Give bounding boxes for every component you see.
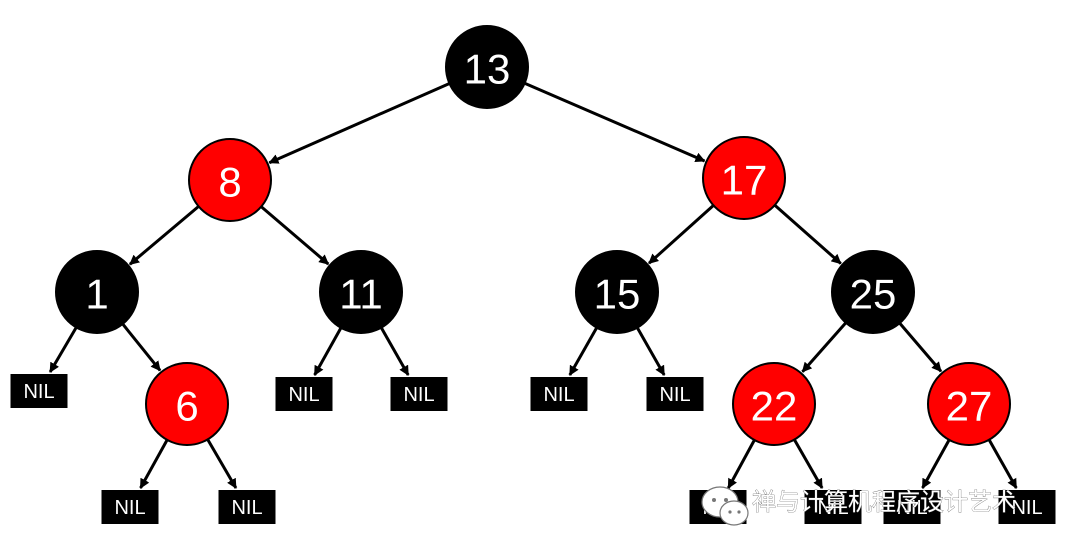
edge-n27-to-nil-27-right <box>987 438 1018 489</box>
nil-leaf-27-right: NIL <box>998 490 1056 524</box>
edge-n8-to-n1 <box>128 205 200 266</box>
edge-n1-to-nil-1-left <box>48 326 78 373</box>
wechat-icon <box>701 486 749 526</box>
red-node-circle <box>732 362 816 446</box>
nil-label: NIL <box>288 384 319 406</box>
tree-node-25: 25 <box>831 250 915 334</box>
edge-n6-to-nil-6-left <box>139 439 169 489</box>
edge-n8-to-n11 <box>260 205 330 266</box>
black-node-circle <box>445 25 529 109</box>
nil-leaf-15-right: NIL <box>646 377 704 411</box>
edge-n15-to-nil-15-right <box>635 326 666 376</box>
red-node-circle <box>702 136 786 220</box>
black-node-circle <box>55 250 139 334</box>
edge-n25-to-n27 <box>898 322 943 373</box>
tree-node-22: 22 <box>732 362 816 446</box>
tree-node-13: 13 <box>445 25 529 109</box>
node-value-label: 22 <box>751 383 798 430</box>
nil-box <box>101 490 159 524</box>
nil-label: NIL <box>231 497 262 519</box>
nil-label: NIL <box>1011 497 1042 519</box>
watermark: 禅与计算机程序设计艺术 <box>701 486 1016 526</box>
nil-leaf-6-right: NIL <box>218 490 276 524</box>
tree-node-1: 1 <box>55 250 139 334</box>
edge-n22-to-nil-22-right <box>793 438 824 489</box>
nil-label: NIL <box>23 381 54 403</box>
edge-n11-to-nil-11-left <box>313 327 343 376</box>
red-node-circle <box>145 362 229 446</box>
node-value-label: 13 <box>464 46 511 93</box>
edge-n13-to-n8 <box>268 82 451 165</box>
nil-label: NIL <box>659 384 690 406</box>
nil-label: NIL <box>403 384 434 406</box>
nil-box <box>390 377 448 411</box>
node-value-label: 6 <box>175 383 198 430</box>
nil-box <box>530 377 588 411</box>
node-value-label: 8 <box>218 159 241 206</box>
node-value-label: 15 <box>594 271 641 318</box>
nil-label: NIL <box>817 497 848 519</box>
nil-leaf-22-right: NIL <box>804 490 862 524</box>
edge-n15-to-nil-15-left <box>568 326 599 376</box>
watermark-text: 禅与计算机程序设计艺术 <box>752 488 1016 516</box>
edge-n6-to-nil-6-right <box>206 438 238 489</box>
edge-n1-to-n6 <box>121 323 162 372</box>
node-value-label: 25 <box>850 271 897 318</box>
nil-leaf-15-left: NIL <box>530 377 588 411</box>
node-value-label: 17 <box>721 157 768 204</box>
nil-box <box>804 490 862 524</box>
nil-leaf-27-left: NIL <box>883 490 941 524</box>
tree-node-27: 27 <box>927 362 1011 446</box>
edge-n27-to-nil-27-left <box>921 439 951 489</box>
nil-label: NIL <box>896 497 927 519</box>
node-value-label: 1 <box>85 271 108 318</box>
nil-leaf-11-right: NIL <box>390 377 448 411</box>
nil-label: NIL <box>543 384 574 406</box>
nil-leaf-1-left: NIL <box>10 374 68 408</box>
nil-box <box>883 490 941 524</box>
edge-layer <box>48 81 1018 489</box>
nil-box <box>646 377 704 411</box>
nil-box <box>218 490 276 524</box>
red-node-circle <box>927 362 1011 446</box>
edge-n22-to-nil-22-left <box>727 439 756 489</box>
tree-node-8: 8 <box>188 138 272 222</box>
black-node-circle <box>575 250 659 334</box>
nil-label: NIL <box>114 497 145 519</box>
edge-n17-to-n15 <box>647 204 715 265</box>
edge-n11-to-nil-11-right <box>379 326 410 376</box>
red-node-circle <box>188 138 272 222</box>
edge-n25-to-n22 <box>801 321 847 373</box>
edge-n13-to-n17 <box>524 81 706 163</box>
nil-leaf-11-left: NIL <box>275 377 333 411</box>
edge-n17-to-n25 <box>773 204 842 265</box>
node-value-label: 11 <box>339 271 383 318</box>
black-node-circle <box>831 250 915 334</box>
node-value-label: 27 <box>946 383 993 430</box>
nil-leaf-6-left: NIL <box>101 490 159 524</box>
tree-node-6: 6 <box>145 362 229 446</box>
black-node-circle <box>319 250 403 334</box>
nil-box <box>998 490 1056 524</box>
nil-box <box>10 374 68 408</box>
nil-box <box>275 377 333 411</box>
tree-node-11: 11 <box>319 250 403 334</box>
tree-node-17: 17 <box>702 136 786 220</box>
tree-node-15: 15 <box>575 250 659 334</box>
